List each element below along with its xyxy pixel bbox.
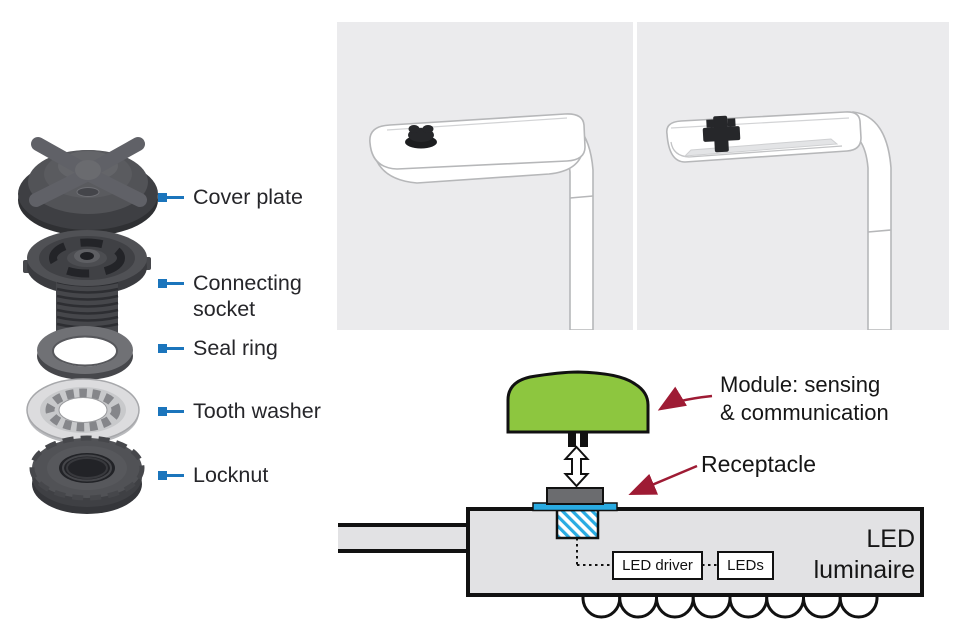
receptacle-label: Receptacle	[701, 451, 817, 477]
leds-label: LEDs	[727, 557, 764, 574]
led-driver-box	[612, 551, 703, 580]
luminaire-schematic	[338, 370, 924, 619]
twist-lock-double-arrow-icon	[563, 445, 590, 488]
nema-socket-knob	[405, 125, 437, 149]
receptacle-callout-arrow-icon	[628, 464, 698, 495]
part-label-text: Tooth washer	[193, 399, 321, 423]
part-label-text: Cover plate	[193, 185, 303, 209]
module-label: Module: sensing & communication	[720, 371, 889, 427]
luminaire-label-line1: LED	[866, 525, 915, 553]
label-connecting-socket: Connecting socket	[158, 270, 323, 322]
connecting-socket-part	[23, 230, 151, 345]
leds-box	[717, 551, 774, 580]
module-pins	[568, 432, 588, 447]
label-locknut: Locknut	[158, 462, 268, 488]
photo-panel-luminaire-side-view	[637, 22, 949, 330]
label-marker-icon	[158, 279, 184, 288]
seal-ring-part	[37, 326, 133, 380]
connector-exploded-illustration	[18, 137, 158, 514]
label-tooth-washer: Tooth washer	[158, 398, 321, 424]
module-callout-arrow-icon	[657, 386, 713, 411]
mounting-arm	[338, 523, 470, 553]
label-seal-ring: Seal ring	[158, 335, 278, 361]
part-label-text: Connecting socket	[193, 271, 302, 321]
streetlight-top-view-illustration	[369, 113, 594, 330]
mounted-module	[702, 115, 741, 153]
part-label-text: Locknut	[193, 463, 269, 487]
streetlight-side-view-illustration	[665, 111, 892, 330]
receptacle-cap	[546, 487, 604, 505]
sensing-module-dome	[506, 370, 650, 434]
label-marker-icon	[158, 193, 184, 202]
cover-plate-part	[18, 137, 158, 236]
locknut-part	[29, 435, 145, 514]
luminaire-label: LED luminaire	[760, 524, 915, 586]
label-marker-icon	[158, 344, 184, 353]
wiring-dotted-lines	[576, 538, 718, 566]
module-label-line1: Module: sensing	[720, 372, 881, 397]
tooth-washer-part	[26, 378, 140, 444]
led-driver-label: LED driver	[622, 557, 693, 574]
label-marker-icon	[158, 471, 184, 480]
receptacle-hatched-body	[555, 508, 600, 540]
label-cover-plate: Cover plate	[158, 184, 303, 210]
module-label-line2: & communication	[720, 400, 889, 425]
photo-panel-luminaire-top-view	[337, 22, 633, 330]
part-label-text: Seal ring	[193, 336, 278, 360]
head-top	[369, 113, 586, 170]
luminaire-label-line2: luminaire	[813, 556, 915, 584]
label-marker-icon	[158, 407, 184, 416]
